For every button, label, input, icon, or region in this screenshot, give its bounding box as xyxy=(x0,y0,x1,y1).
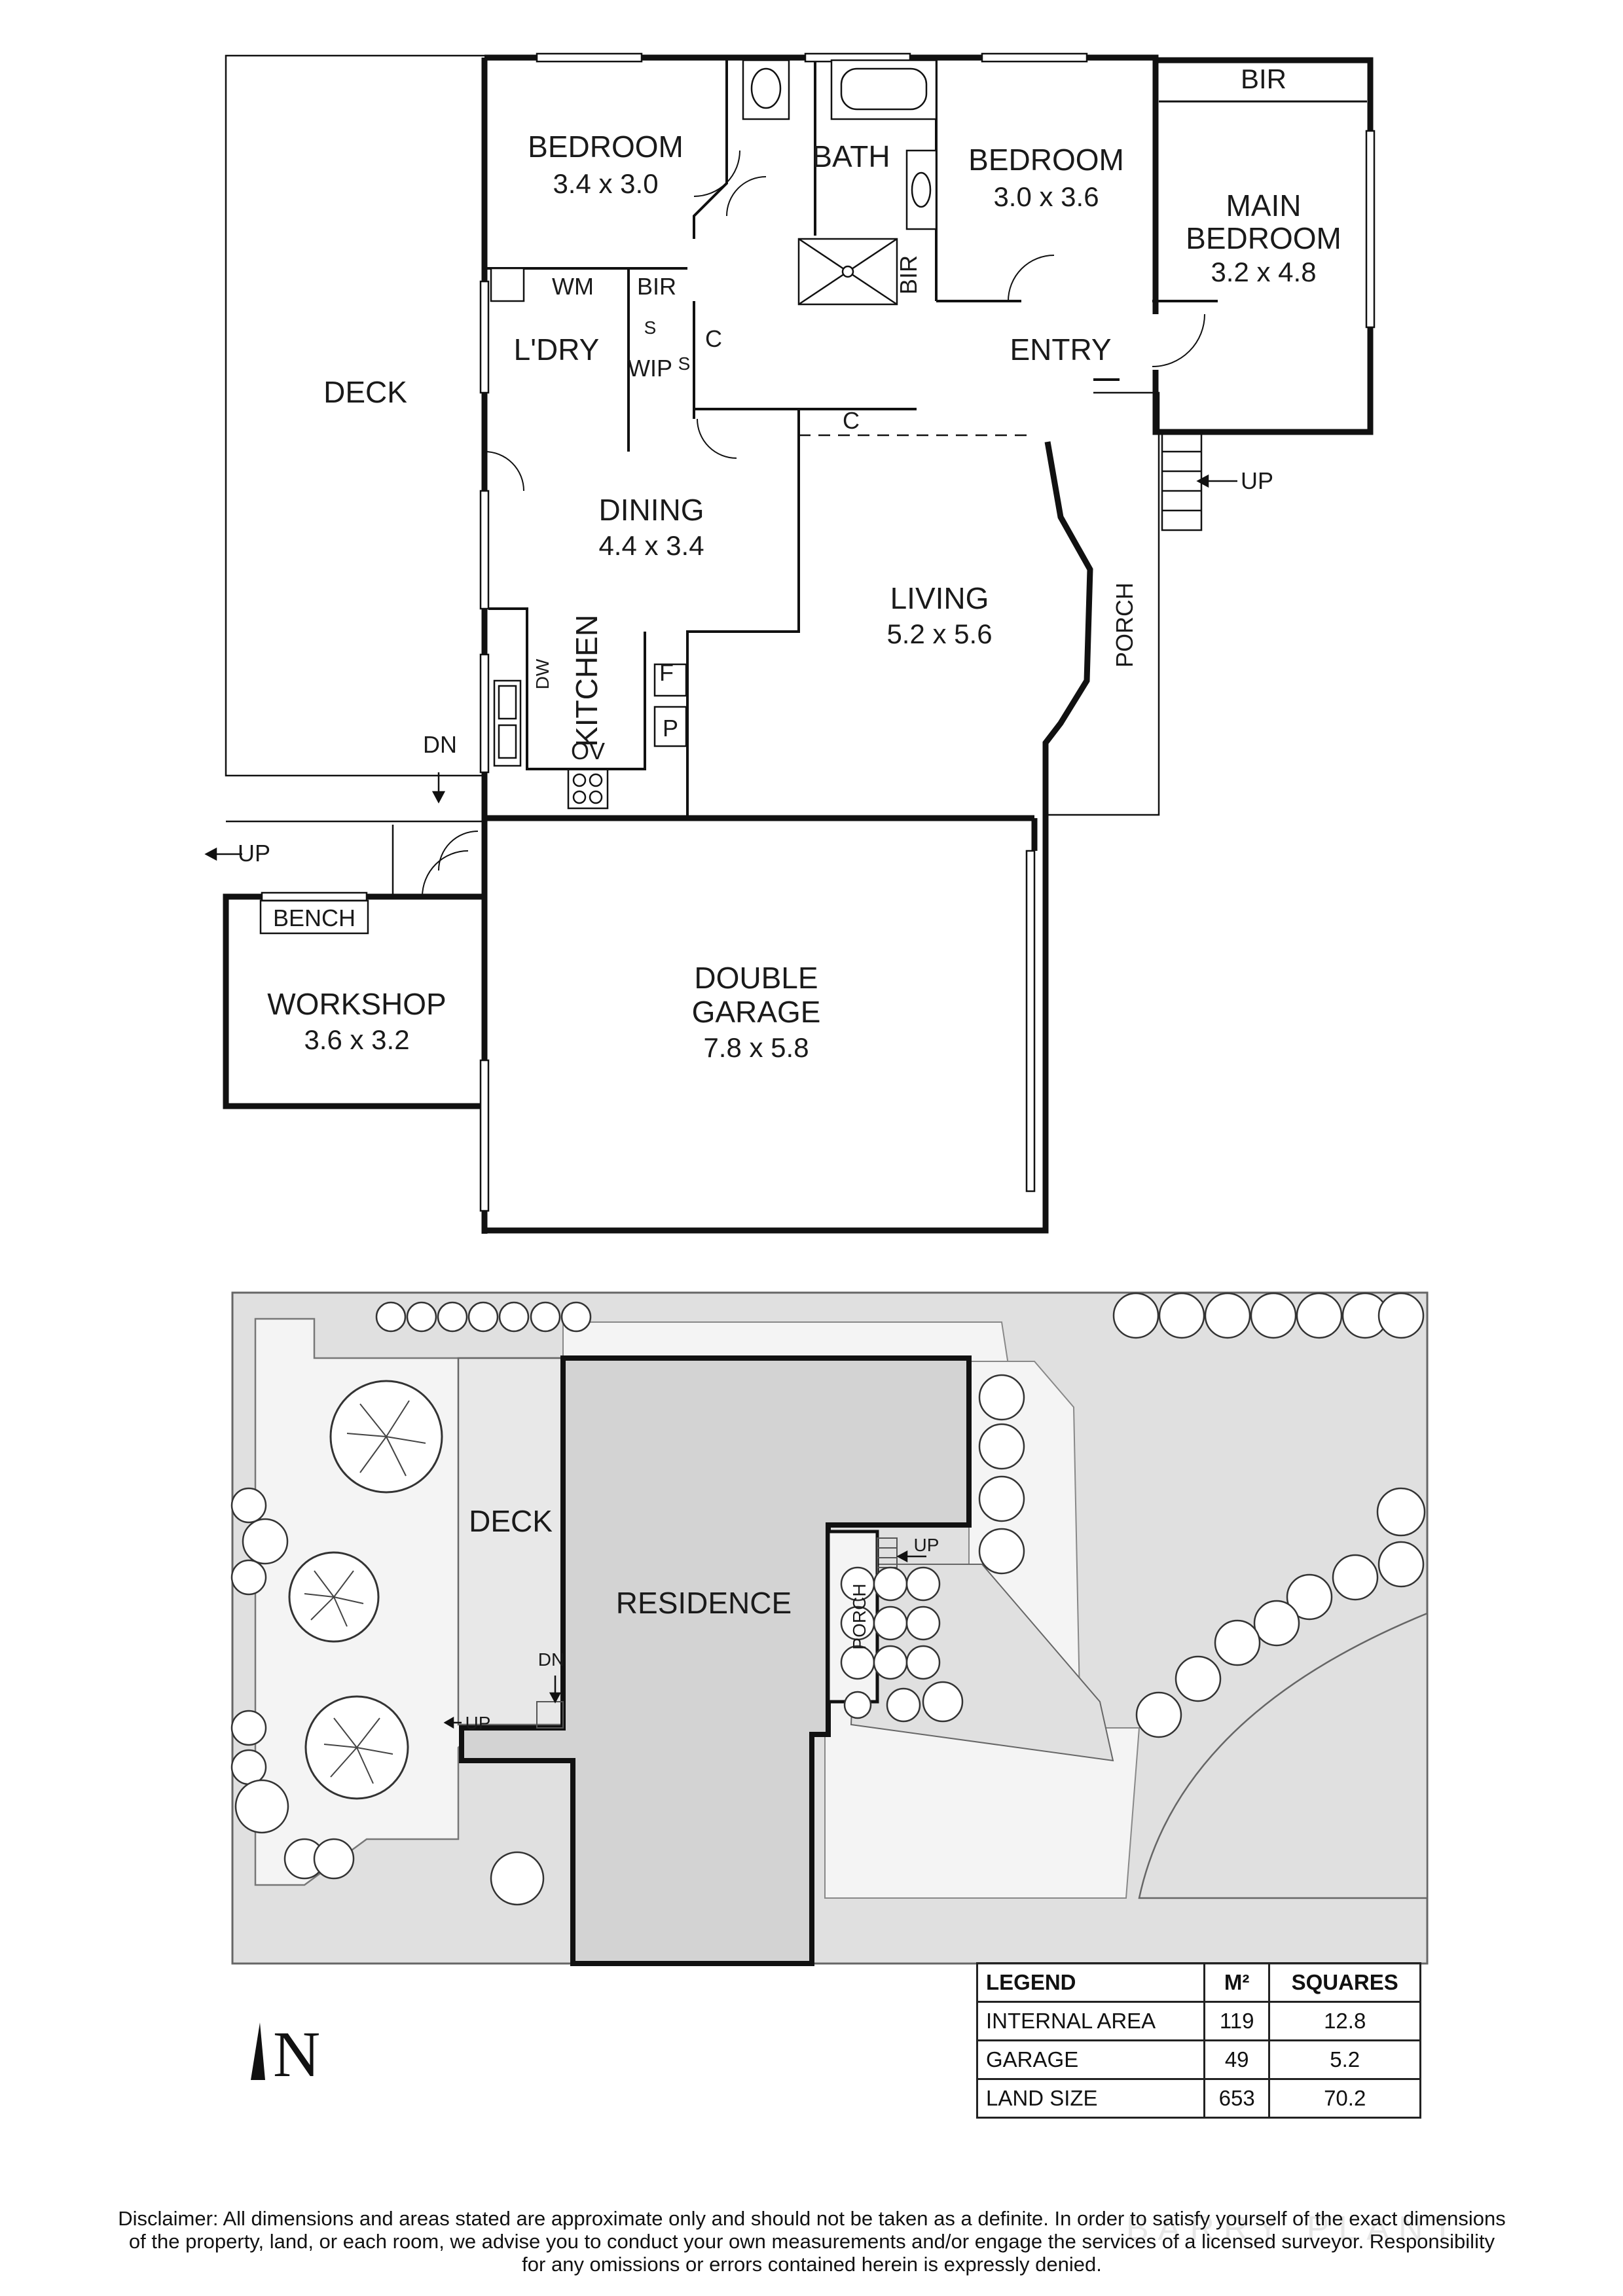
garage-size: 7.8 x 5.8 xyxy=(703,1032,809,1063)
watermark-logo: BARRY PLANT xyxy=(1126,2210,1463,2248)
legend-row-label: GARAGE xyxy=(976,2039,1205,2080)
north-label: N xyxy=(273,2018,320,2088)
legend-header-squares: SQUARES xyxy=(1268,1962,1421,2003)
bedroom2-size: 3.4 x 3.0 xyxy=(553,168,658,199)
entry-label: ENTRY xyxy=(1010,332,1111,367)
north-arrow-icon: N xyxy=(251,2018,320,2090)
disclaimer-line-2: of the property, land, or each room, we … xyxy=(128,2230,1495,2253)
legend-row-label: INTERNAL AREA xyxy=(976,2001,1205,2041)
site-deck-label: DECK xyxy=(469,1504,553,1538)
table-row: LAND SIZE 653 70.2 xyxy=(976,2078,1421,2119)
table-row: GARAGE 49 5.2 xyxy=(976,2039,1421,2080)
dining-name: DINING xyxy=(599,493,704,527)
kitchen-label: KITCHEN xyxy=(570,615,604,747)
bench-label: BENCH xyxy=(273,905,356,931)
bedroom3-size: 3.0 x 3.6 xyxy=(993,181,1099,212)
garage-name-1: DOUBLE xyxy=(694,961,818,995)
stair-arrows xyxy=(204,772,446,861)
laundry-label: L'DRY xyxy=(514,332,600,367)
wip-shelf-2: S xyxy=(678,353,691,374)
site-up-1-label: UP xyxy=(914,1535,939,1555)
main-bedroom-name-2: BEDROOM xyxy=(1186,221,1341,255)
disclaimer-text: Disclaimer: All dimensions and areas sta… xyxy=(72,2207,1552,2276)
site-dn-label: DN xyxy=(538,1649,564,1670)
room-labels: BEDROOM 3.4 x 3.0 BATH BEDROOM 3.0 x 3.6… xyxy=(238,63,1367,1063)
shrub-icons xyxy=(230,1292,1426,1906)
legend-row-squares: 12.8 xyxy=(1268,2001,1421,2041)
fixtures xyxy=(490,59,938,810)
porch-stairs xyxy=(1161,431,1237,531)
legend-row-m2: 653 xyxy=(1203,2078,1271,2119)
deck-label: DECK xyxy=(323,375,407,409)
site-plan: DECK RESIDENCE PORCH UP DN UP xyxy=(230,1291,1429,1966)
legend-row-squares: 70.2 xyxy=(1268,2078,1421,2119)
bir-laundry-label: BIR xyxy=(637,273,676,300)
legend-header-row: LEGEND M² SQUARES xyxy=(976,1962,1421,2003)
table-row: INTERNAL AREA 119 12.8 xyxy=(976,2001,1421,2041)
wip-shelf-1: S xyxy=(644,317,657,338)
site-up-2-label: UP xyxy=(465,1713,491,1733)
wm-label: WM xyxy=(552,273,594,300)
workshop-walls xyxy=(223,825,488,1109)
living-name: LIVING xyxy=(890,581,989,615)
dw-label: DW xyxy=(532,658,553,689)
bath-label: BATH xyxy=(812,139,890,173)
wip-label: WIP xyxy=(628,355,672,382)
fridge-label: F xyxy=(659,659,674,686)
site-residence-label: RESIDENCE xyxy=(616,1586,792,1620)
cooktop-icon xyxy=(567,768,609,810)
legend-row-m2: 49 xyxy=(1203,2039,1271,2080)
legend-header-label: LEGEND xyxy=(976,1962,1205,2003)
kitchen-bench xyxy=(488,607,646,770)
windows xyxy=(261,52,1376,1212)
legend-row-m2: 119 xyxy=(1203,2001,1271,2041)
legend-row-squares: 5.2 xyxy=(1268,2039,1421,2080)
garage-name-2: GARAGE xyxy=(692,995,821,1029)
bedroom2-name: BEDROOM xyxy=(528,130,684,164)
dining-size: 4.4 x 3.4 xyxy=(598,530,704,561)
washing-machine-icon xyxy=(490,267,525,302)
door-swings xyxy=(422,150,1205,897)
legend-row-label: LAND SIZE xyxy=(976,2078,1205,2119)
main-bedroom-name-1: MAIN xyxy=(1226,188,1302,223)
disclaimer-line-3: for any omissions or errors contained he… xyxy=(522,2253,1102,2276)
legend-header-m2: M² xyxy=(1203,1962,1271,2003)
north-compass: N xyxy=(232,2016,337,2091)
site-porch-label: PORCH xyxy=(849,1583,869,1649)
porch-label: PORCH xyxy=(1111,583,1138,668)
living-size: 5.2 x 5.6 xyxy=(886,619,992,649)
dn-deck-label: DN xyxy=(423,731,457,758)
cupboard-1-label: C xyxy=(705,325,722,352)
pantry-label: P xyxy=(663,715,678,742)
deck-area xyxy=(225,54,484,823)
bir-bath-label: BIR xyxy=(895,255,922,295)
pantry-box xyxy=(653,706,687,747)
main-bedroom-size: 3.2 x 4.8 xyxy=(1211,257,1316,287)
area-legend-table: LEGEND M² SQUARES INTERNAL AREA 119 12.8… xyxy=(976,1962,1421,2119)
workshop-size: 3.6 x 3.2 xyxy=(304,1024,409,1055)
up-porch-label: UP xyxy=(1241,467,1273,494)
oven-label: OV xyxy=(571,738,605,764)
main-bir-label: BIR xyxy=(1241,63,1286,94)
up-workshop-label: UP xyxy=(238,840,270,867)
workshop-name: WORKSHOP xyxy=(267,987,446,1021)
bedroom3-name: BEDROOM xyxy=(968,143,1124,177)
cupboard-2-label: C xyxy=(843,407,860,434)
fridge-box xyxy=(653,663,687,697)
disclaimer-line-1: Disclaimer: All dimensions and areas sta… xyxy=(118,2207,1506,2230)
